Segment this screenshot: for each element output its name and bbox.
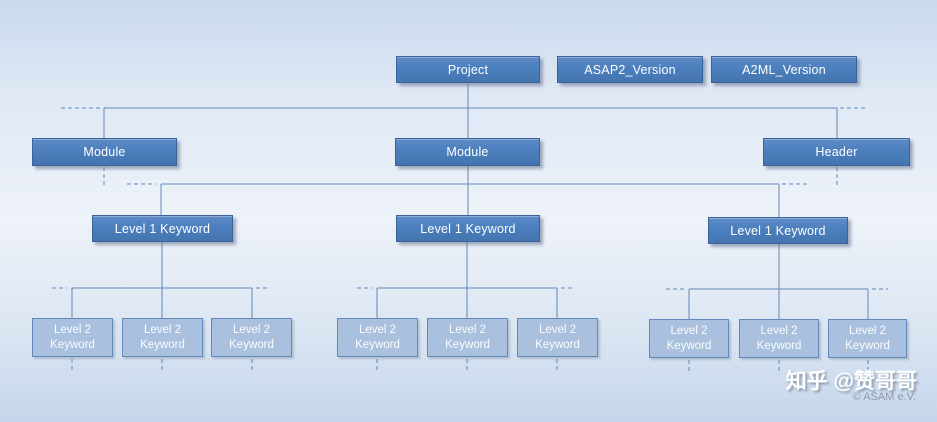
node-label-line: Level 2 (53, 323, 92, 336)
node-module-2: Module (395, 138, 540, 166)
node-level2-keyword-2-2: Level 2 Keyword (427, 318, 508, 357)
node-level2-keyword-1-3: Level 2 Keyword (211, 318, 292, 357)
node-label-line: Level 2 (538, 323, 577, 336)
node-asap2-version: ASAP2_Version (557, 56, 703, 83)
node-a2ml-version: A2ML_Version (711, 56, 857, 83)
node-label-line: Keyword (756, 339, 802, 352)
node-label-line: Keyword (229, 338, 274, 351)
node-level2-keyword-2-3: Level 2 Keyword (517, 318, 598, 357)
asam-copyright: © ASAM e.V. (852, 391, 916, 403)
node-level2-keyword-3-3: Level 2 Keyword (828, 319, 907, 358)
node-label-line: Level 2 (760, 324, 798, 337)
node-level1-keyword-2: Level 1 Keyword (396, 215, 540, 242)
dashed-connectors (52, 107, 888, 374)
node-label-line: Level 2 (232, 323, 271, 336)
node-level2-keyword-1-1: Level 2 Keyword (32, 318, 113, 357)
node-label-line: Level 2 (358, 323, 397, 336)
zhihu-watermark: 知乎 @赞哥哥 (785, 370, 917, 393)
node-project: Project (396, 56, 540, 83)
node-label-line: Level 2 (848, 324, 887, 337)
node-label-line: Level 2 (670, 324, 708, 337)
node-level2-keyword-1-2: Level 2 Keyword (122, 318, 203, 357)
node-label-line: Keyword (535, 338, 580, 351)
node-label-line: Keyword (445, 338, 490, 351)
node-level2-keyword-3-1: Level 2 Keyword (649, 319, 729, 358)
node-label-line: Keyword (50, 338, 95, 351)
node-label-line: Level 2 (143, 323, 182, 336)
node-label-line: Level 2 (448, 323, 487, 336)
node-label-line: Keyword (355, 338, 400, 351)
node-module-1: Module (32, 138, 177, 166)
node-level2-keyword-3-2: Level 2 Keyword (739, 319, 819, 358)
solid-connectors (71, 84, 869, 319)
node-level2-keyword-2-1: Level 2 Keyword (337, 318, 418, 357)
node-level1-keyword-1: Level 1 Keyword (92, 215, 233, 242)
node-level1-keyword-3: Level 1 Keyword (708, 217, 848, 244)
node-label-line: Keyword (666, 339, 712, 352)
node-label-line: Keyword (140, 338, 185, 351)
node-header: Header (763, 138, 910, 166)
node-label-line: Keyword (845, 339, 890, 352)
